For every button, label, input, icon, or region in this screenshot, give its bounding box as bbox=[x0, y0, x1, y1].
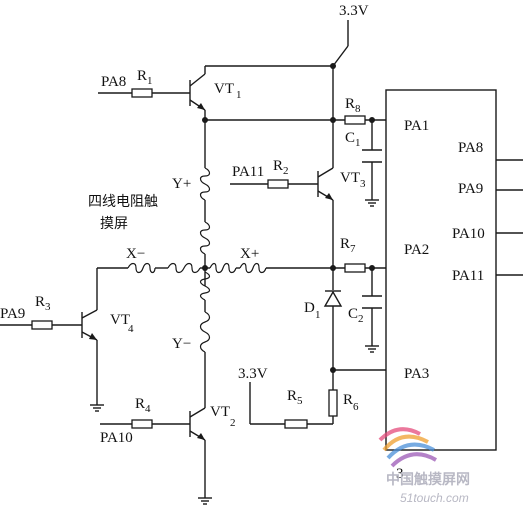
resistor-r6 bbox=[328, 389, 338, 417]
resistor-r3 bbox=[31, 320, 53, 330]
ground-symbol-c2 bbox=[365, 345, 379, 353]
r2-sub: 2 bbox=[283, 165, 289, 177]
touch-coil-y-minus bbox=[199, 311, 211, 353]
r4-label: R bbox=[135, 396, 145, 412]
vt1-label: VT bbox=[214, 81, 234, 97]
vcc-left-label: 3.3V bbox=[238, 366, 268, 382]
r1-sub: 1 bbox=[147, 75, 153, 87]
x-plus-label: X+ bbox=[240, 246, 259, 262]
resistor-r8 bbox=[344, 115, 366, 125]
mcu-pin-pa8: PA8 bbox=[458, 140, 483, 156]
ground-symbol-vt2 bbox=[198, 497, 212, 505]
touch-coil-y-plus bbox=[199, 167, 211, 201]
mcu-pin-pa1: PA1 bbox=[404, 118, 429, 134]
resistor-r1 bbox=[131, 88, 153, 98]
d1-sub: 1 bbox=[315, 309, 321, 321]
r5-label: R bbox=[287, 388, 297, 404]
y-minus-label: Y− bbox=[172, 336, 191, 352]
watermark-text-cn: 中国触摸屏网 bbox=[386, 471, 470, 488]
wires bbox=[0, 20, 523, 498]
r7-sub: 7 bbox=[350, 243, 356, 255]
vt4-sub: 4 bbox=[128, 323, 134, 335]
vcc-top-label: 3.3V bbox=[339, 3, 369, 19]
vt2-label: VT bbox=[210, 404, 230, 420]
transistor-vt2 bbox=[189, 394, 206, 441]
x-minus-label: X− bbox=[126, 246, 145, 262]
r1-label: R bbox=[137, 68, 147, 84]
transistor-vt3 bbox=[317, 167, 334, 201]
watermark-text-url: 51touch.com bbox=[400, 491, 469, 505]
r4-sub: 4 bbox=[145, 403, 151, 415]
capacitor-c2 bbox=[362, 295, 382, 309]
y-plus-label: Y+ bbox=[172, 176, 191, 192]
pa9-input-label: PA9 bbox=[0, 306, 25, 322]
r7-label: R bbox=[340, 236, 350, 252]
mcu-pin-pa3: PA3 bbox=[404, 366, 429, 382]
d1-label: D bbox=[304, 300, 315, 316]
vt3-label: VT bbox=[340, 170, 360, 186]
touch-coil-x-plus bbox=[239, 262, 267, 274]
c2-sub: 2 bbox=[358, 313, 364, 325]
mcu-pin-pa11: PA11 bbox=[452, 268, 484, 284]
watermark-logo bbox=[378, 427, 438, 468]
touch-coil-y-upper bbox=[199, 221, 211, 255]
vt2-sub: 2 bbox=[230, 417, 236, 429]
r2-label: R bbox=[273, 158, 283, 174]
pa8-input-label: PA8 bbox=[101, 74, 126, 90]
c2-label: C bbox=[348, 306, 358, 322]
r5-sub: 5 bbox=[297, 395, 303, 407]
resistor-r7 bbox=[344, 263, 366, 273]
touch-screen-label-line2: 摸屏 bbox=[100, 216, 128, 232]
touch-coil-x-left-inner bbox=[167, 262, 201, 274]
touch-coil-x-right-inner bbox=[209, 262, 237, 274]
mcu-pin-pa9: PA9 bbox=[458, 181, 483, 197]
resistor-r5 bbox=[284, 419, 308, 429]
c1-label: C bbox=[345, 130, 355, 146]
resistor-r2 bbox=[267, 179, 289, 189]
r6-sub: 6 bbox=[353, 401, 359, 413]
pa10-input-label: PA10 bbox=[100, 430, 133, 446]
touch-coil-y-lower bbox=[199, 271, 211, 301]
transistor-vt1 bbox=[189, 73, 206, 111]
touch-coil-x-minus bbox=[127, 262, 156, 274]
vt4-label: VT bbox=[110, 312, 130, 328]
mcu-pin-pa10: PA10 bbox=[452, 226, 485, 242]
mcu-chip bbox=[385, 89, 497, 451]
junction-dots bbox=[202, 63, 375, 373]
capacitor-c1 bbox=[362, 149, 382, 163]
r8-sub: 8 bbox=[355, 103, 361, 115]
c1-sub: 1 bbox=[355, 137, 361, 149]
r3-sub: 3 bbox=[45, 301, 51, 313]
pa11-input-label: PA11 bbox=[232, 164, 264, 180]
touch-screen-label-line1: 四线电阻触 bbox=[88, 194, 158, 210]
resistor-r4 bbox=[131, 419, 153, 429]
diode-d1 bbox=[323, 290, 343, 307]
mcu-name-fragment: 3 bbox=[396, 466, 404, 482]
ground-symbol-c1 bbox=[365, 199, 379, 207]
vt3-sub: 3 bbox=[360, 178, 366, 190]
r6-label: R bbox=[343, 392, 353, 408]
mcu-pin-pa2: PA2 bbox=[404, 242, 429, 258]
vt1-sub: 1 bbox=[236, 89, 242, 101]
ground-symbol-vt4 bbox=[90, 404, 104, 412]
r8-label: R bbox=[345, 96, 355, 112]
transistor-vt4 bbox=[81, 309, 98, 341]
r3-label: R bbox=[35, 294, 45, 310]
